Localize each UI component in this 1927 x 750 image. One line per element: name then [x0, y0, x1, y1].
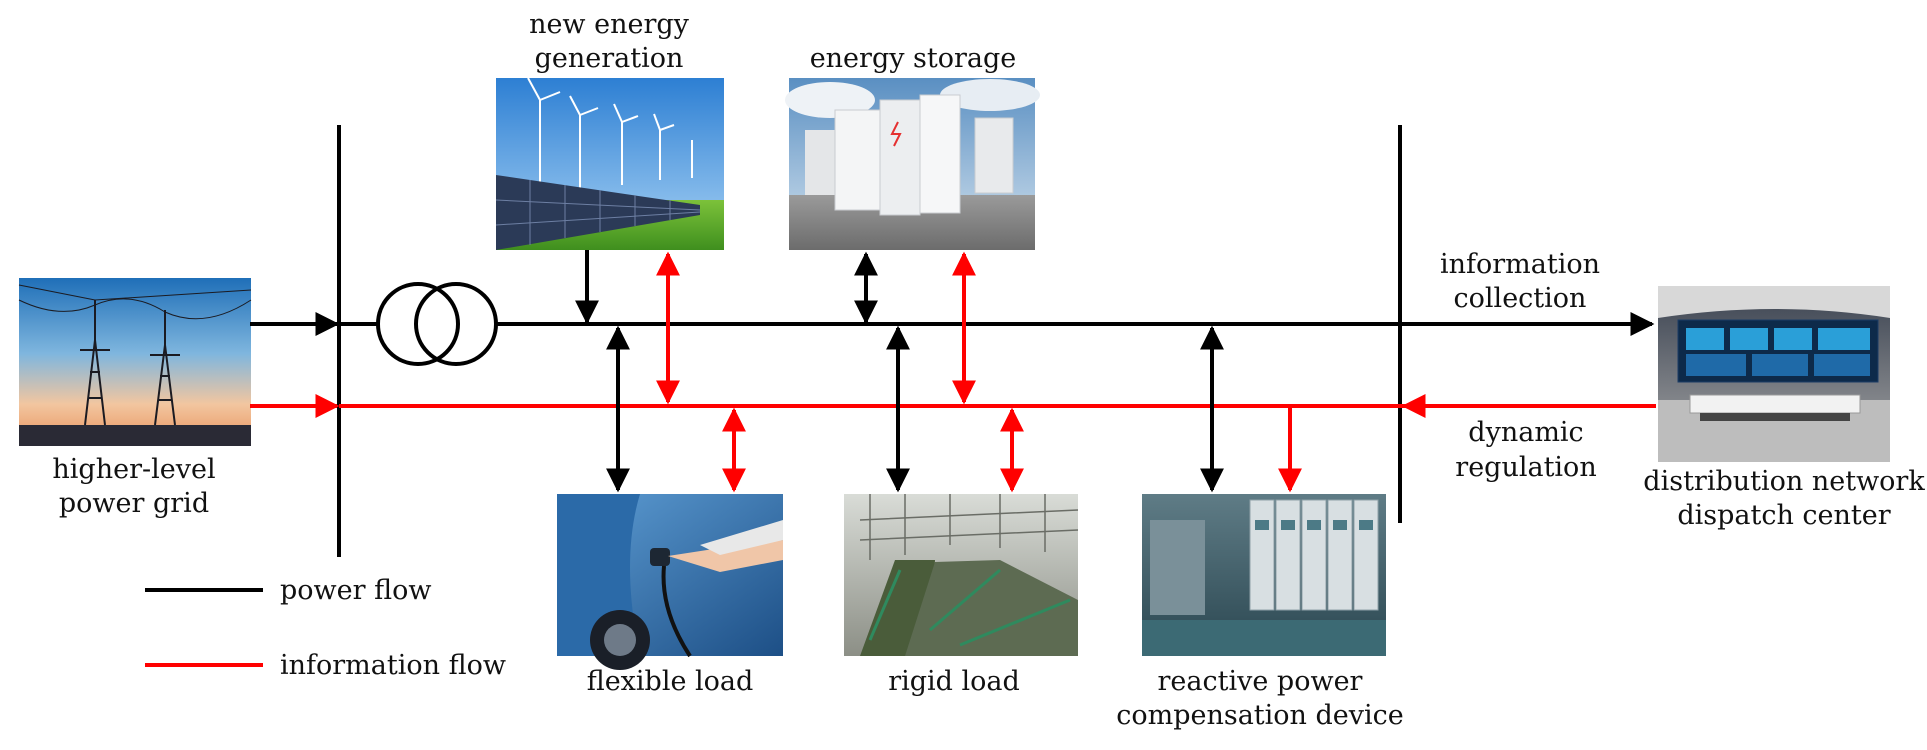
dynamic-regulation-label-1: dynamic — [1468, 417, 1583, 448]
higher-grid-image — [18, 278, 252, 446]
rigid-load-image — [844, 494, 1079, 656]
legend-power-label: power flow — [280, 575, 432, 606]
energy-storage-label: energy storage — [810, 43, 1017, 74]
rigid-load-label: rigid load — [888, 666, 1020, 697]
new-energy-label-2: generation — [535, 43, 684, 74]
flexible-load-label: flexible load — [587, 666, 754, 697]
new-energy-label-1: new energy — [529, 9, 690, 40]
dynamic-regulation-label-2: regulation — [1455, 452, 1596, 483]
flexible-load-image — [557, 494, 783, 670]
higher-grid-label-2: power grid — [59, 488, 209, 519]
legend-info-label: information flow — [280, 650, 506, 681]
reactive-device-image — [1142, 494, 1386, 656]
info-collection-label-2: collection — [1454, 283, 1587, 314]
transformer-icon — [376, 282, 498, 366]
info-collection-label-1: information — [1440, 249, 1600, 280]
dispatch-center-image — [1658, 286, 1890, 462]
new-energy-image — [495, 77, 724, 250]
dispatch-center-label-1: distribution network — [1643, 466, 1925, 497]
reactive-device-label-2: compensation device — [1116, 700, 1404, 731]
energy-storage-image — [785, 78, 1040, 250]
reactive-device-label-1: reactive power — [1158, 666, 1363, 697]
dispatch-center-label-2: dispatch center — [1677, 500, 1890, 531]
higher-grid-label-1: higher-level — [52, 454, 215, 485]
